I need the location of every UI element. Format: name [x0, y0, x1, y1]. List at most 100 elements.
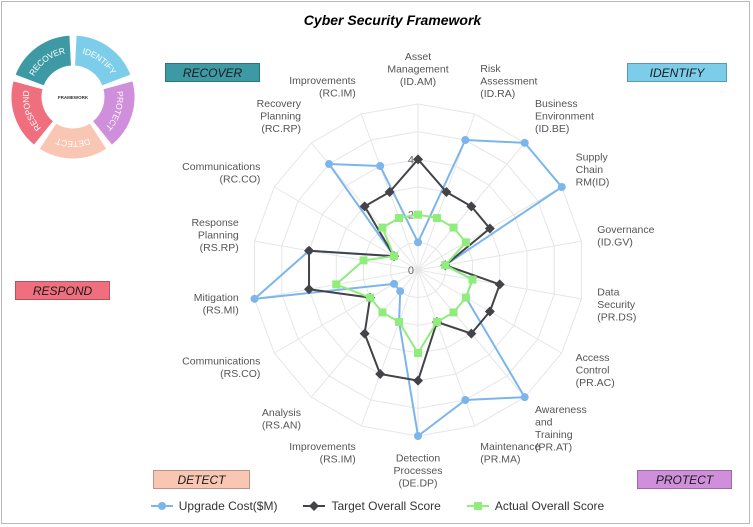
data-point[interactable] [441, 187, 452, 198]
data-point[interactable] [468, 275, 477, 284]
data-point[interactable] [557, 183, 566, 191]
data-point[interactable] [432, 317, 441, 326]
wheel-segment [74, 34, 132, 87]
data-point[interactable] [304, 245, 315, 256]
data-point[interactable] [359, 201, 370, 212]
series-line [308, 158, 501, 382]
data-point[interactable] [441, 261, 450, 270]
data-point[interactable] [378, 223, 387, 232]
series-3 [332, 210, 477, 357]
wheel-segment [14, 34, 72, 87]
legend-marker-circle-icon [150, 502, 173, 510]
detect-tag: DETECT [153, 470, 250, 489]
data-point[interactable] [461, 136, 470, 145]
data-point[interactable] [332, 280, 341, 289]
wheel-segment [10, 80, 55, 146]
data-point[interactable] [432, 214, 441, 223]
data-point[interactable] [466, 201, 477, 212]
category-label: Governance(ID.GV) [597, 224, 654, 249]
data-point[interactable] [449, 308, 458, 317]
legend-marker-diamond-icon [303, 501, 326, 511]
data-point[interactable] [366, 293, 375, 302]
chart-legend: Upgrade Cost($M) Target Overall Score Ac… [0, 497, 753, 515]
data-point[interactable] [520, 138, 529, 147]
series-line [335, 213, 474, 354]
data-point[interactable] [461, 395, 470, 404]
data-point[interactable] [414, 349, 422, 357]
data-point[interactable] [461, 293, 470, 302]
legend-marker-square-icon [466, 502, 489, 510]
data-point[interactable] [414, 238, 422, 247]
data-point[interactable] [359, 256, 368, 265]
data-point[interactable] [304, 284, 315, 295]
legend-item-actual-score[interactable]: Actual Overall Score [466, 499, 605, 513]
data-point[interactable] [484, 306, 495, 317]
data-point[interactable] [376, 162, 385, 171]
recover-tag: RECOVER [165, 63, 260, 82]
data-point[interactable] [449, 223, 458, 232]
data-point[interactable] [414, 432, 422, 440]
category-label: Analysis(RS.AN) [262, 407, 301, 432]
category-label: Improvements(RS.IM) [289, 441, 356, 466]
data-point[interactable] [413, 154, 423, 165]
data-point[interactable] [390, 252, 399, 261]
data-point[interactable] [494, 279, 505, 290]
legend-item-upgrade-cost[interactable]: Upgrade Cost($M) [150, 499, 278, 513]
radial-tick-label: 4 [408, 154, 414, 166]
category-label: Mitigation(RS.MI) [194, 292, 239, 317]
legend-item-target-score[interactable]: Target Overall Score [303, 499, 441, 513]
wheel-center [44, 68, 102, 126]
data-point[interactable] [384, 187, 395, 198]
identify-tag: IDENTIFY [627, 63, 727, 82]
data-point[interactable] [359, 328, 370, 339]
radar-grid [254, 103, 582, 437]
data-point[interactable] [250, 294, 259, 303]
data-point[interactable] [390, 279, 399, 288]
category-label: Improvements(RC.IM) [289, 75, 356, 100]
data-point[interactable] [395, 317, 404, 326]
wheel-segment [91, 80, 136, 146]
wheel-center-label: FRAMEWORK [58, 95, 89, 100]
wheel-segment [38, 122, 108, 160]
data-point[interactable] [520, 393, 529, 402]
data-point[interactable] [461, 238, 470, 247]
legend-label: Actual Overall Score [494, 499, 605, 513]
chart-title: Cyber Security Framework [303, 12, 482, 28]
data-point[interactable] [484, 223, 495, 234]
wheel-segment-label: DETECT [54, 136, 91, 149]
data-point[interactable] [466, 328, 477, 339]
data-point[interactable] [325, 160, 334, 169]
spoke-line [360, 269, 419, 427]
spoke-line [254, 240, 419, 271]
series-line [253, 139, 563, 437]
data-point[interactable] [396, 287, 405, 296]
data-point[interactable] [375, 368, 386, 379]
legend-label: Target Overall Score [331, 499, 441, 513]
data-point[interactable] [378, 308, 387, 317]
data-point[interactable] [413, 375, 423, 386]
protect-tag: PROTECT [637, 470, 732, 489]
category-label: Maintenance(PR.MA) [480, 441, 540, 466]
legend-label: Upgrade Cost($M) [178, 499, 278, 513]
radial-tick-label: 0 [408, 265, 414, 277]
data-point[interactable] [395, 214, 404, 223]
category-label: Communications(RC.CO) [182, 161, 260, 186]
category-label: Communications(RS.CO) [182, 355, 260, 380]
data-point[interactable] [414, 210, 422, 219]
respond-tag: RESPOND [15, 281, 110, 300]
